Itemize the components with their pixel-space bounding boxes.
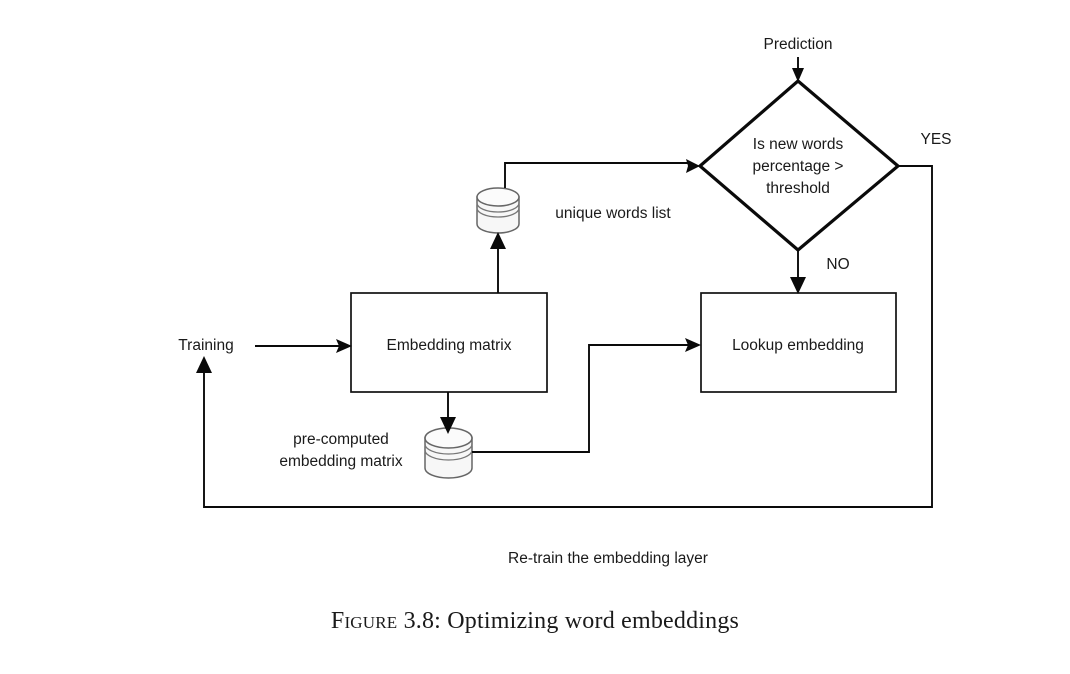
precomputed-embedding-cylinder[interactable] [424, 427, 473, 479]
arrowhead-retrain-loop [196, 356, 212, 373]
retrain-loop-caption: Re-train the embedding layer [508, 550, 708, 567]
arrowhead-training-to-embeddingmatrix [336, 339, 352, 353]
figure-caption-label: Figure 3.8: [330, 608, 442, 634]
decision-label-line2: percentage > [753, 158, 844, 175]
arrowhead-uniquewords-to-decision [686, 159, 700, 173]
embedding-matrix-label: Embedding matrix [387, 337, 512, 354]
training-label: Training [178, 337, 233, 354]
arrowhead-embeddingmatrix-to-uniquewords [490, 232, 506, 249]
lookup-embedding-label: Lookup embedding [732, 337, 864, 354]
arrowhead-decision-no-to-lookup [790, 277, 806, 294]
yes-edge-label: YES [920, 131, 951, 148]
decision-label-line1: Is new words [753, 136, 844, 153]
figure-caption-text: Optimizing word embeddings [447, 608, 740, 634]
arrowhead-embeddingmatrix-to-precomputed [440, 417, 456, 434]
edge-uniquewords-to-decision [504, 162, 691, 188]
figure-caption: Figure 3.8: Optimizing word embeddings [0, 608, 1070, 635]
precomputed-label-line2: embedding matrix [279, 453, 402, 470]
prediction-label: Prediction [764, 36, 833, 53]
no-edge-label: NO [826, 256, 849, 273]
unique-words-list-cylinder[interactable] [476, 187, 520, 234]
edge-retrain-loop [203, 165, 933, 508]
edge-precomputed-to-lookup [472, 344, 692, 453]
embedding-matrix-box[interactable] [350, 292, 548, 393]
precomputed-label-line1: pre-computed [293, 431, 389, 448]
lookup-embedding-box[interactable] [700, 292, 897, 393]
arrowhead-precomputed-to-lookup [685, 338, 701, 352]
decision-label-line3: threshold [766, 180, 830, 197]
unique-words-list-label: unique words list [555, 205, 671, 222]
arrowhead-prediction-to-decision [792, 68, 804, 82]
